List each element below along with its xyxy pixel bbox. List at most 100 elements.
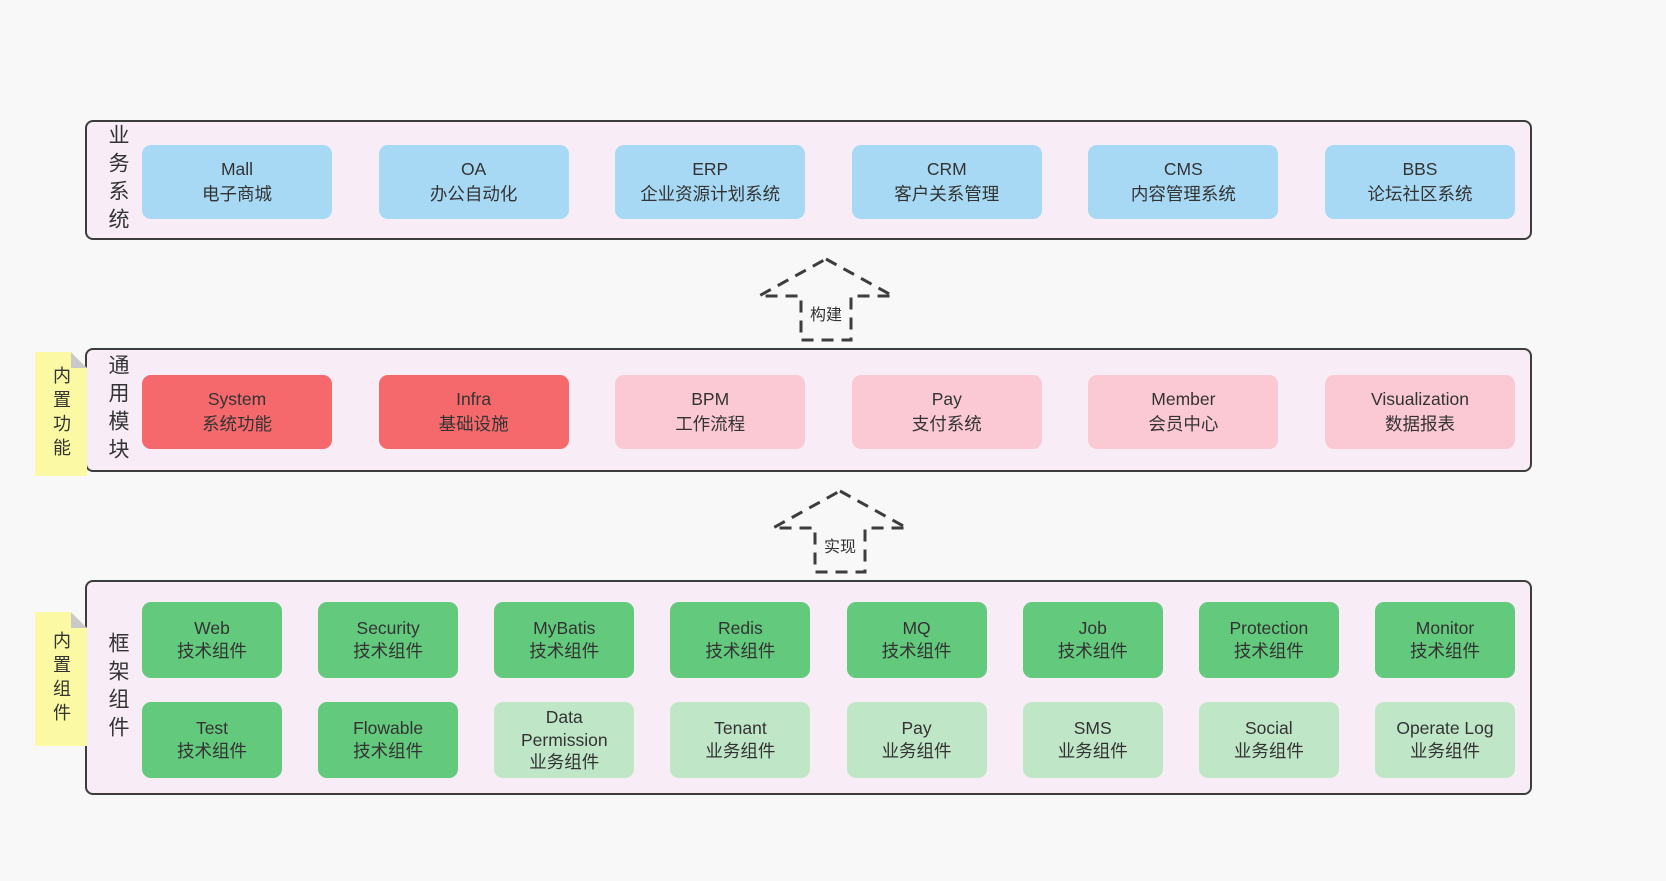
box-title: BPM — [691, 389, 730, 410]
box-title: Social — [1245, 718, 1293, 739]
arrow-label: 实现 — [820, 532, 860, 557]
box-mall: Mall 电子商城 — [142, 145, 332, 219]
box-title: Mall — [220, 159, 254, 180]
build-arrow: 构建 — [756, 256, 896, 342]
box-oa: OA 办公自动化 — [378, 145, 569, 219]
box-title: Test — [195, 718, 229, 739]
box-subtitle: 技术组件 — [1409, 641, 1480, 661]
box-pay: Pay 支付系统 — [851, 375, 1042, 449]
band-label: 框架组件 — [106, 631, 129, 744]
box-bbs: BBS 论坛社区系统 — [1324, 145, 1515, 219]
box-title: OA — [460, 159, 487, 180]
box-subtitle: 技术组件 — [881, 641, 952, 661]
box-subtitle: 数据报表 — [1384, 414, 1455, 434]
box-subtitle: 技术组件 — [353, 741, 424, 761]
box-visualization: Visualization 数据报表 — [1324, 375, 1515, 449]
box-subtitle: 技术组件 — [177, 641, 247, 661]
box-subtitle: 会员中心 — [1148, 414, 1219, 434]
box-title: Protection — [1229, 618, 1309, 639]
box-title: Visualization — [1371, 389, 1469, 410]
box-subtitle: 技术组件 — [705, 641, 776, 661]
box-subtitle: 业务组件 — [881, 741, 952, 761]
box-subtitle: 业务组件 — [705, 741, 776, 761]
box-subtitle: 内容管理系统 — [1130, 184, 1236, 204]
box-system: System 系统功能 — [142, 375, 332, 449]
box-title: Infra — [456, 389, 492, 410]
box-subtitle: 业务组件 — [1233, 741, 1304, 761]
box-title: BBS — [1402, 159, 1438, 180]
box-title: Tenant — [714, 718, 767, 739]
box-subtitle: 业务组件 — [529, 752, 600, 773]
box-subtitle: 技术组件 — [353, 641, 424, 661]
box-subtitle: 系统功能 — [202, 414, 272, 434]
box-title: ERP — [692, 159, 729, 180]
implement-arrow: 实现 — [770, 488, 910, 574]
box-title: Pay — [901, 718, 932, 739]
box-title: Operate Log — [1396, 718, 1494, 739]
box-title: MQ — [902, 618, 931, 639]
box-subtitle: 技术组件 — [1233, 641, 1304, 661]
band-label: 业务系统 — [106, 124, 129, 236]
box-title: Pay — [931, 389, 962, 410]
box-crm: CRM 客户关系管理 — [851, 145, 1042, 219]
box-subtitle: 业务组件 — [1409, 741, 1480, 761]
box-title: MyBatis — [533, 618, 596, 639]
sticky-note-label: 内置功能 — [51, 366, 71, 462]
box-title: Job — [1078, 618, 1107, 639]
band-business-systems: 业务系统 Mall 电子商城 OA 办公自动化 ERP 企业资源计划系统 CRM 客户关系管理… — [85, 120, 1532, 240]
box-title: CRM — [926, 159, 967, 180]
box-title: SMS — [1073, 718, 1112, 739]
dashed-up-arrow-icon — [758, 257, 894, 342]
box-subtitle: 技术组件 — [1057, 641, 1128, 661]
box-title: Flowable — [353, 718, 424, 739]
box-title: Data Permission — [521, 706, 608, 750]
box-title: System — [207, 389, 267, 410]
box-title: Member — [1151, 389, 1216, 410]
band-common-modules: 通用模块 System 系统功能 Infra 基础设施 BPM 工作流程 Pay 支付系统 Me… — [85, 348, 1532, 472]
box-subtitle: 基础设施 — [438, 414, 509, 434]
box-subtitle: 工作流程 — [675, 414, 746, 434]
box-subtitle: 业务组件 — [1057, 741, 1128, 761]
dashed-up-arrow-icon — [772, 489, 908, 574]
box-member: Member 会员中心 — [1088, 375, 1279, 449]
box-subtitle: 企业资源计划系统 — [640, 184, 781, 204]
box-subtitle: 办公自动化 — [429, 184, 518, 204]
box-title: Security — [356, 618, 420, 639]
sticky-note-built-in-features: 内置功能 — [35, 352, 87, 476]
band-label: 通用模块 — [106, 354, 129, 466]
box-title: Monitor — [1415, 618, 1475, 639]
box-subtitle: 论坛社区系统 — [1367, 184, 1473, 204]
box-erp: ERP 企业资源计划系统 — [615, 145, 806, 219]
box-infra: Infra 基础设施 — [378, 375, 569, 449]
box-bpm: BPM 工作流程 — [615, 375, 806, 449]
box-subtitle: 技术组件 — [177, 741, 247, 761]
sticky-note-label: 内置组件 — [51, 631, 71, 727]
box-subtitle: 客户关系管理 — [894, 184, 1000, 204]
arrow-label: 构建 — [806, 300, 846, 325]
common-modules-row: System 系统功能 Infra 基础设施 BPM 工作流程 Pay 支付系统 Member 会… — [142, 375, 1515, 449]
box-subtitle: 支付系统 — [911, 414, 982, 434]
box-subtitle: 电子商城 — [202, 184, 272, 204]
sticky-note-built-in-components: 内置组件 — [35, 612, 87, 746]
